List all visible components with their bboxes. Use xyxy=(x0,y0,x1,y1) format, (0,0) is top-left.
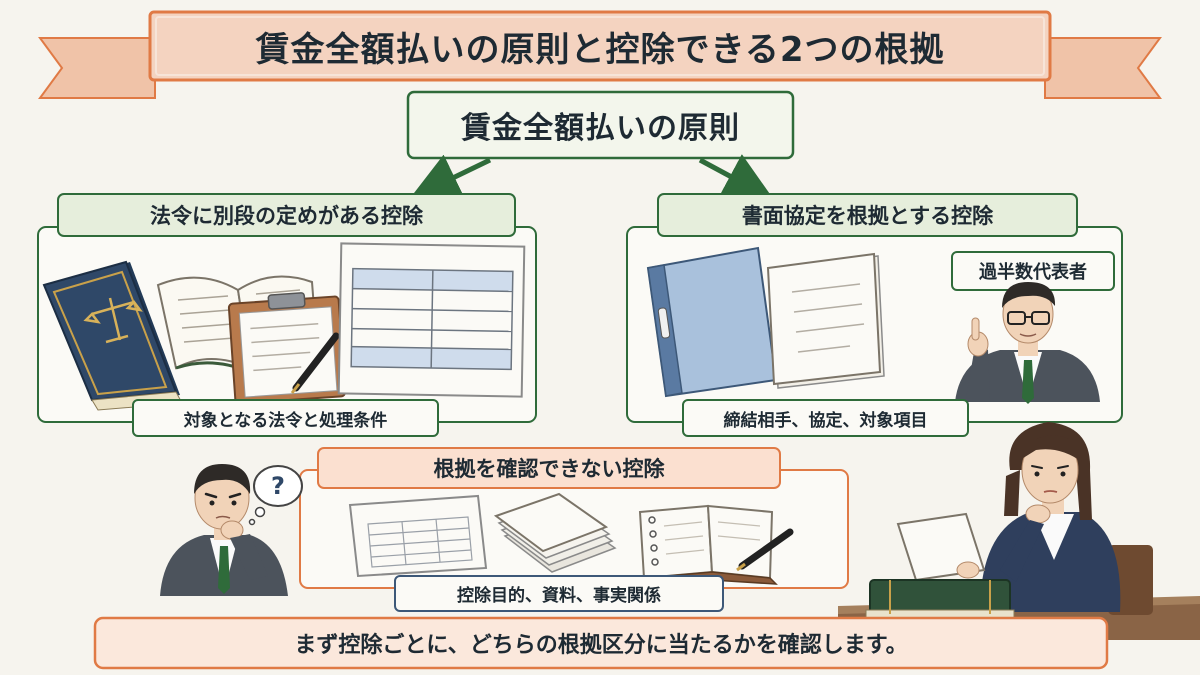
paper-document-illustration xyxy=(766,252,885,389)
thought-bubble xyxy=(248,465,303,526)
bottom-note: まず控除ごとに、どちらの根拠区分に当たるかを確認します。 xyxy=(294,633,908,658)
left-branch-heading-box xyxy=(57,193,516,237)
middle-branch-caption: 控除目的、資料、事実関係 xyxy=(457,586,661,606)
green-book-stack-illustration xyxy=(865,579,1015,621)
law-book-illustration xyxy=(42,260,183,411)
pen-icon xyxy=(290,332,340,394)
root-principle-label: 賃金全額払いの原則 xyxy=(461,111,740,146)
page-title: 賃金全額払いの原則と控除できる2つの根拠 xyxy=(255,29,945,70)
confused-man-illustration xyxy=(160,464,288,596)
middle-branch-heading-box xyxy=(317,447,781,489)
table-document-illustration xyxy=(337,242,526,398)
representative-man-illustration xyxy=(955,282,1100,404)
middle-branch-heading: 根拠を確認できない控除 xyxy=(433,457,665,481)
arrow-to-left-branch xyxy=(409,154,492,200)
right-branch-caption: 締結相手、協定、対象項目 xyxy=(723,410,928,431)
root-box xyxy=(406,90,795,160)
bottom-note-box xyxy=(93,616,1109,670)
left-branch-caption: 対象となる法令と処理条件 xyxy=(183,410,388,431)
arrow-to-right-branch xyxy=(698,154,775,200)
clipboard-illustration xyxy=(227,292,347,405)
title-ribbon xyxy=(38,10,1162,99)
right-branch-heading: 書面協定を根拠とする控除 xyxy=(741,204,994,228)
paper-stack-illustration xyxy=(493,492,617,573)
right-branch-heading-box xyxy=(657,193,1078,237)
notebook-illustration xyxy=(638,504,778,587)
representative-badge: 過半数代表者 xyxy=(979,262,1087,283)
pen-icon xyxy=(736,528,794,572)
reviewing-woman-illustration xyxy=(838,422,1200,640)
left-branch-heading: 法令に別段の定めがある控除 xyxy=(150,204,423,228)
question-mark-icon: ? xyxy=(271,472,285,500)
right-caption-box xyxy=(682,399,969,437)
binder-folder-illustration xyxy=(646,246,778,398)
spreadsheet-document-illustration xyxy=(348,494,488,578)
left-caption-box xyxy=(132,399,439,437)
middle-caption-box xyxy=(394,575,724,612)
